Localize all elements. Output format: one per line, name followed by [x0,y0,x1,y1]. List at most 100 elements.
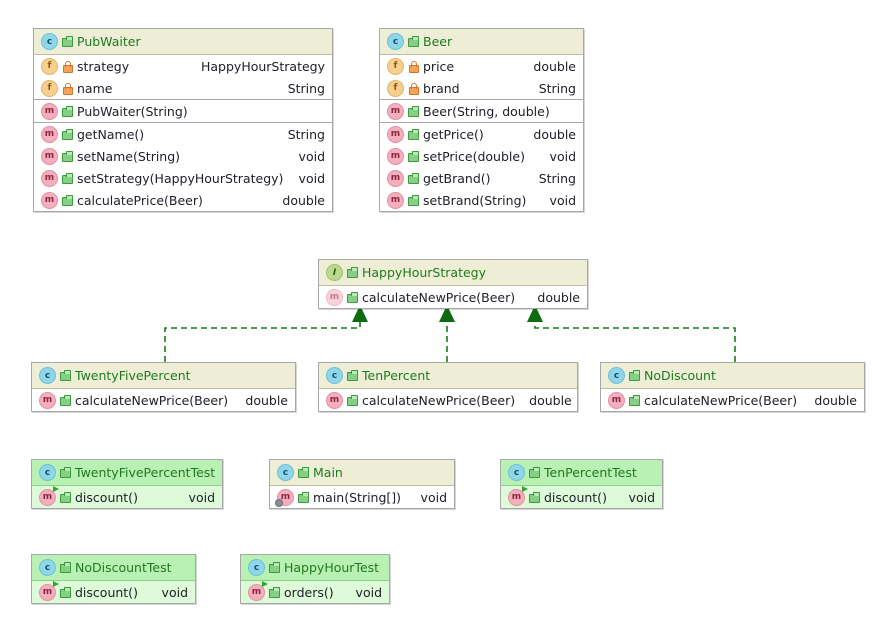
visibility-public-icon [60,491,71,503]
visibility-public-icon [60,467,71,478]
method-badge-icon: m [39,580,59,601]
method-badge-icon: m [41,147,58,165]
member-label: calculateNewPrice(Beer) [362,289,516,305]
visibility-public-icon [269,586,280,598]
visibility-public-icon [62,194,73,206]
class-badge-icon: c [277,464,294,481]
member-return-type: String [287,80,325,96]
run-arrow-icon[interactable] [522,485,528,492]
visibility-public-icon [62,36,73,47]
member-return-type: HappyHourStrategy [201,58,325,74]
member-label: strategy [77,58,130,74]
member-label: calculatePrice(Beer) [77,192,203,208]
field-badge-icon: f [41,79,58,97]
class-header-pubwaiter[interactable]: c PubWaiter [34,29,332,55]
visibility-public-icon [347,267,358,278]
visibility-public-icon [62,128,73,140]
member-return-type: void [298,170,325,186]
member-return-type: double [533,126,576,142]
run-arrow-icon[interactable] [262,580,268,587]
method-badge-icon: m [41,125,58,143]
visibility-private-icon [62,82,73,95]
class-badge-icon: c [608,367,625,384]
run-arrow-icon[interactable] [53,580,59,587]
method-badge-icon: m [387,169,404,187]
visibility-public-icon [529,467,540,478]
visibility-public-icon [408,105,419,117]
member-label: main(String[]) [313,489,402,505]
member-label: Beer(String, double) [423,103,550,119]
method-badge-icon: m [39,391,56,409]
member-label: getBrand() [423,170,491,186]
visibility-public-icon [629,370,640,381]
member-label: calculateNewPrice(Beer) [644,392,798,408]
class-name: NoDiscountTest [75,560,172,575]
class-name: Beer [423,34,453,49]
visibility-public-icon [62,105,73,117]
method-badge-icon: m [387,125,404,143]
class-name: PubWaiter [77,34,141,49]
method-badge-icon: m [41,169,58,187]
class-badge-icon: c [41,33,58,50]
visibility-public-icon [269,562,280,573]
method-badge-icon: m [508,485,528,506]
visibility-public-icon [408,194,419,206]
member-label: PubWaiter(String) [77,103,188,119]
run-arrow-icon[interactable] [53,485,59,492]
member-label: discount() [75,584,138,600]
method-badge-icon: m [39,485,59,506]
member-label: getName() [77,126,145,142]
member-return-type: void [549,192,576,208]
member-return-type: void [355,584,382,600]
